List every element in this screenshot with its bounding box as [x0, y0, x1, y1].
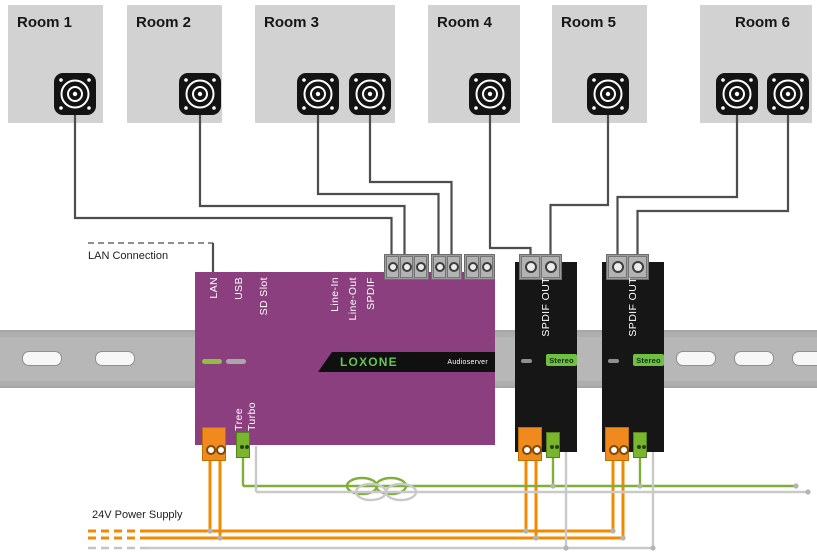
terminal-hole — [550, 445, 554, 449]
terminal-block-spdif — [464, 254, 495, 280]
room-label: Room 1 — [17, 14, 73, 31]
port-label-line-in: Line-In — [329, 277, 341, 312]
terminal — [447, 256, 460, 278]
port-label-spdif: SPDIF — [365, 277, 377, 310]
extension1-port-label: SPDIF OUT — [540, 277, 552, 337]
neutral-wires — [88, 446, 808, 550]
terminal-hole — [206, 445, 216, 455]
room-label: Room 4 — [437, 14, 493, 31]
room-label: Room 5 — [561, 14, 617, 31]
room-label: Room 6 — [735, 14, 791, 31]
extension2-tree-connector — [633, 432, 647, 458]
terminal — [386, 256, 399, 278]
rail-slot — [676, 351, 716, 366]
terminal-hole — [609, 445, 619, 455]
extension2-stereo-badge: Stereo — [633, 354, 664, 366]
extension1-led — [521, 359, 532, 363]
speaker-icon — [766, 72, 810, 116]
loxone-logo-strip: LOXONE Audioserver — [318, 352, 495, 372]
terminal-hole — [637, 445, 641, 449]
terminal — [400, 256, 413, 278]
speaker-icon — [468, 72, 512, 116]
power-wires — [88, 460, 625, 540]
extension2-24v-connector — [605, 427, 629, 461]
product-text: Audioserver — [447, 358, 488, 366]
port-label-line-out: Line-Out — [347, 277, 359, 321]
terminal-hole — [245, 445, 249, 449]
tree-wires — [241, 458, 796, 496]
port-label-sd-slot: SD Slot — [258, 277, 270, 316]
terminal-block-line-out — [431, 254, 462, 280]
rail-slot — [22, 351, 62, 366]
speaker-icon — [296, 72, 340, 116]
speaker-icon — [178, 72, 222, 116]
terminal-hole — [642, 445, 646, 449]
port-label-lan: LAN — [208, 277, 220, 299]
brand-text: LOXONE — [340, 355, 398, 369]
rail-slot — [734, 351, 774, 366]
power-supply-label: 24V Power Supply — [92, 509, 183, 521]
speaker-icon — [348, 72, 392, 116]
port-label-turbo: Turbo — [246, 401, 258, 431]
lan-wire — [88, 242, 215, 273]
terminal — [480, 256, 493, 278]
terminal — [433, 256, 446, 278]
audioserver-24v-connector — [202, 427, 226, 461]
terminal-hole — [555, 445, 559, 449]
lan-connection-label: LAN Connection — [88, 250, 169, 262]
extension1-stereo-badge: Stereo — [546, 354, 577, 366]
speaker-icon — [586, 72, 630, 116]
status-led-green — [202, 359, 222, 364]
terminal — [541, 256, 560, 278]
terminal — [414, 256, 427, 278]
speaker-wires — [73, 114, 790, 256]
terminal — [466, 256, 479, 278]
terminal-hole — [522, 445, 532, 455]
room-label: Room 3 — [264, 14, 320, 31]
terminal — [628, 256, 647, 278]
room-box-2: Room 2 — [127, 5, 222, 123]
terminal-hole — [216, 445, 226, 455]
rail-slot — [792, 351, 817, 366]
speaker-icon — [53, 72, 97, 116]
terminal — [608, 256, 627, 278]
terminal-hole — [240, 445, 244, 449]
port-label-usb: USB — [233, 277, 245, 300]
terminal-hole — [532, 445, 542, 455]
terminal — [521, 256, 540, 278]
port-label-tree: Tree — [233, 408, 245, 431]
extension2-led — [608, 359, 619, 363]
junction-dots — [207, 483, 811, 551]
extension1-speaker-terminals — [519, 254, 562, 280]
extension2-speaker-terminals — [606, 254, 649, 280]
terminal-hole — [619, 445, 629, 455]
extension1-24v-connector — [518, 427, 542, 461]
status-led-gray — [226, 359, 246, 364]
extension1-tree-connector — [546, 432, 560, 458]
speaker-icon — [715, 72, 759, 116]
extension2-port-label: SPDIF OUT — [627, 277, 639, 337]
rail-slot — [95, 351, 135, 366]
terminal-block-line-in — [384, 254, 429, 280]
room-label: Room 2 — [136, 14, 192, 31]
audioserver-tree-connector — [236, 432, 250, 458]
